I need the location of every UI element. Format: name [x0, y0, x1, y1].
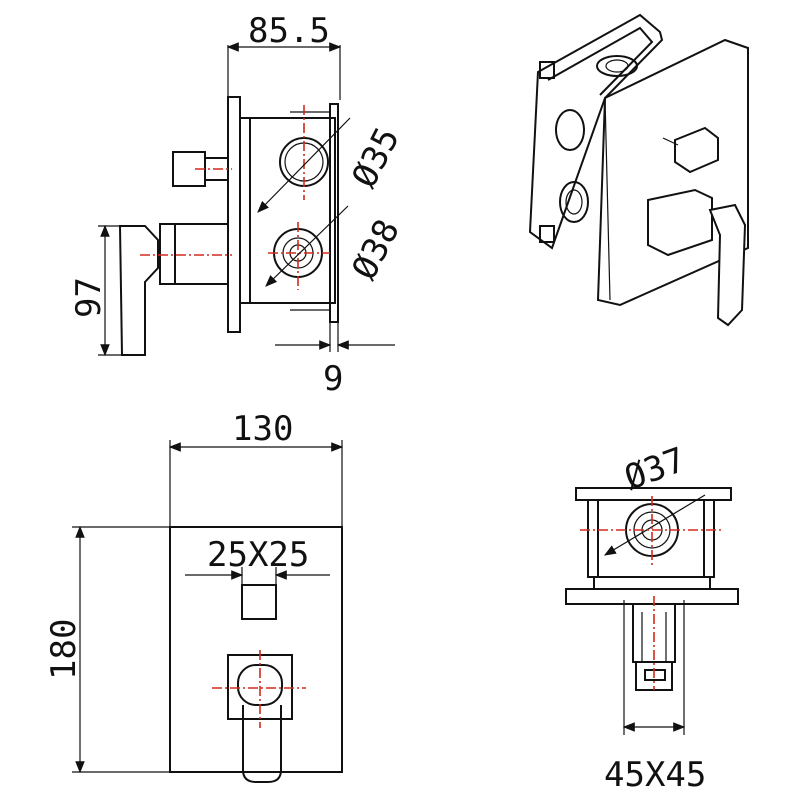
label-plate-width: 130	[232, 409, 293, 449]
label-plate-height: 180	[44, 619, 84, 680]
front-knob	[241, 584, 277, 620]
leader-hole-diameter	[603, 494, 706, 556]
iso-box-top	[547, 26, 654, 96]
label-box-section: 45X45	[604, 755, 706, 795]
iso-knob	[674, 126, 719, 174]
isometric-view	[528, 13, 749, 327]
iso-side-hole-lower-inner	[565, 189, 583, 215]
label-handle-height: 97	[69, 277, 109, 318]
iso-handle-body	[647, 188, 713, 257]
label-square-knob: 25X25	[207, 535, 309, 575]
iso-tab-top	[539, 61, 555, 79]
leader-outlet-upper	[257, 117, 351, 213]
front-lever	[242, 705, 282, 783]
iso-knob-stem	[662, 137, 679, 146]
label-hole-diameter: Ø37	[619, 440, 690, 499]
iso-front-plate-edge	[604, 97, 611, 301]
label-depth: 85.5	[248, 11, 330, 51]
iso-box-side	[528, 13, 664, 250]
top-view: Ø37 45X45	[565, 440, 739, 795]
label-plate-gap: 9	[323, 359, 343, 399]
label-outlet-upper: Ø35	[344, 121, 408, 194]
label-outlet-lower: Ø38	[344, 213, 408, 286]
front-view: 130 180 25X25	[44, 409, 344, 783]
iso-lever	[708, 203, 747, 327]
box-flange	[329, 103, 339, 323]
handle-body	[159, 223, 229, 285]
box-body	[239, 117, 336, 304]
iso-side-hole-lower	[559, 181, 589, 223]
side-view: 85.5 Ø35 Ø38	[69, 11, 408, 399]
leader-outlet-lower	[265, 205, 349, 287]
wall-plate	[227, 96, 241, 333]
top-base-plate	[565, 588, 739, 605]
top-handle-slot	[644, 669, 666, 681]
iso-tab-bottom	[539, 225, 555, 243]
top-base-neck	[593, 576, 711, 590]
iso-side-hole-upper	[555, 109, 585, 151]
front-plate	[169, 526, 343, 773]
iso-top-hole-inner	[605, 59, 629, 73]
iso-top-hole	[596, 55, 638, 77]
lever-handle	[118, 225, 159, 356]
